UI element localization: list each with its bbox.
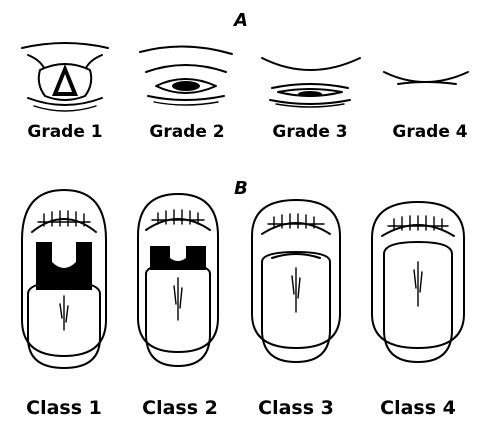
grade-3-illustration xyxy=(262,58,360,107)
class-3-label: Class 3 xyxy=(258,397,334,419)
section-a-letter: A xyxy=(232,10,248,31)
grade-2-illustration xyxy=(140,46,232,105)
class-1-illustration xyxy=(22,190,106,368)
class-2-illustration xyxy=(138,194,218,366)
class-2-label: Class 2 xyxy=(142,397,218,419)
grade-2-label: Grade 2 xyxy=(149,122,224,142)
class-4-label: Class 4 xyxy=(380,397,456,419)
section-b-letter: B xyxy=(234,178,248,199)
grade-1-label: Grade 1 xyxy=(27,122,102,142)
class-1-label: Class 1 xyxy=(26,397,102,419)
class-3-illustration xyxy=(252,200,340,362)
grade-1-illustration xyxy=(22,43,108,111)
grade-4-illustration xyxy=(384,72,468,84)
grade-3-label: Grade 3 xyxy=(272,122,347,142)
grade-4-label: Grade 4 xyxy=(392,122,467,142)
class-4-illustration xyxy=(372,202,464,362)
